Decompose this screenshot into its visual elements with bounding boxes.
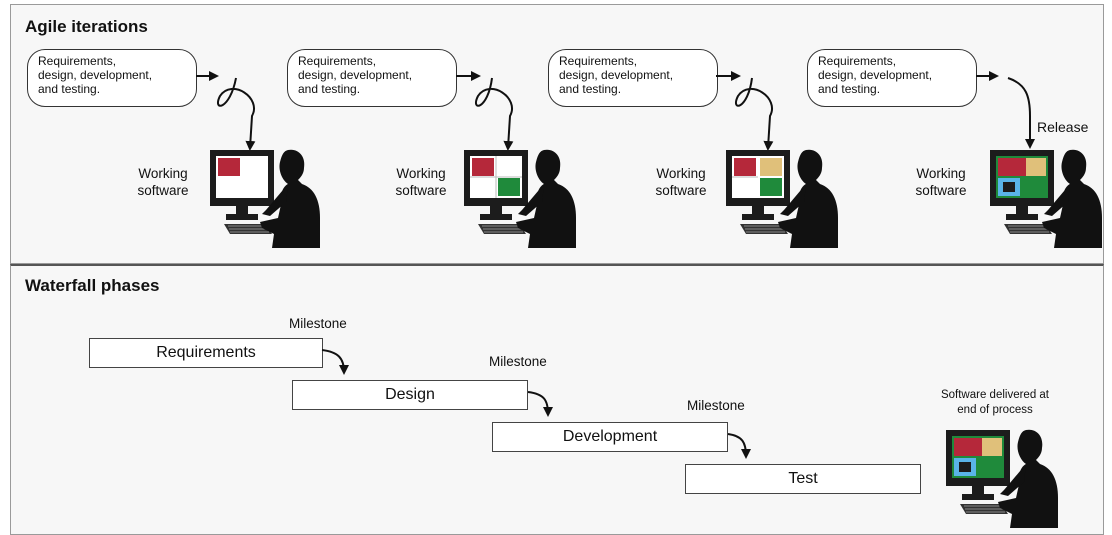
phase-design: Design (292, 380, 528, 410)
phase-label: Requirements (156, 344, 256, 361)
computer-delivered (945, 429, 1011, 515)
working-software-label-1: Working software (137, 166, 189, 198)
iteration-bubble-text: Requirements, design, development, and t… (298, 54, 413, 96)
milestone-arrow-3 (727, 433, 751, 459)
iteration-bubble-text: Requirements, design, development, and t… (818, 54, 933, 96)
iteration-bubble-1: Requirements, design, development, and t… (27, 49, 197, 107)
waterfall-title: Waterfall phases (25, 276, 160, 295)
phase-label: Test (788, 470, 818, 487)
milestone-arrow-2 (527, 391, 553, 417)
release-label: Release (1037, 119, 1089, 135)
phase-label: Development (562, 428, 658, 445)
working-software-label-4: Working software (915, 166, 967, 198)
release-arrow (1007, 77, 1035, 149)
milestone-label-1: Milestone (289, 316, 347, 331)
computer-iteration-1 (209, 149, 275, 235)
milestone-label-2: Milestone (489, 354, 547, 369)
working-software-label-2: Working software (395, 166, 447, 198)
phase-label: Design (385, 386, 435, 403)
computer-iteration-3 (725, 149, 791, 235)
iteration-bubble-text: Requirements, design, development, and t… (38, 54, 153, 96)
phase-requirements: Requirements (89, 338, 323, 368)
loop-arrow-2 (475, 77, 514, 151)
milestone-label-3: Milestone (687, 398, 745, 413)
waterfall-phases-panel: Waterfall phases Milestone Milestone Mil… (10, 264, 1104, 535)
computer-iteration-4 (989, 149, 1055, 235)
agile-title: Agile iterations (25, 17, 148, 36)
iteration-bubble-2: Requirements, design, development, and t… (287, 49, 457, 107)
milestone-arrow-1 (321, 349, 349, 375)
phase-test: Test (685, 464, 921, 494)
working-software-label-3: Working software (655, 166, 707, 198)
iteration-bubble-text: Requirements, design, development, and t… (559, 54, 674, 96)
phase-development: Development (492, 422, 728, 452)
computer-iteration-2 (463, 149, 529, 235)
loop-arrow-1 (217, 77, 256, 151)
iteration-bubble-3: Requirements, design, development, and t… (548, 49, 718, 107)
iteration-bubble-4: Requirements, design, development, and t… (807, 49, 977, 107)
software-delivered-note: Software delivered at end of process (940, 389, 1050, 416)
loop-arrow-3 (735, 77, 774, 151)
